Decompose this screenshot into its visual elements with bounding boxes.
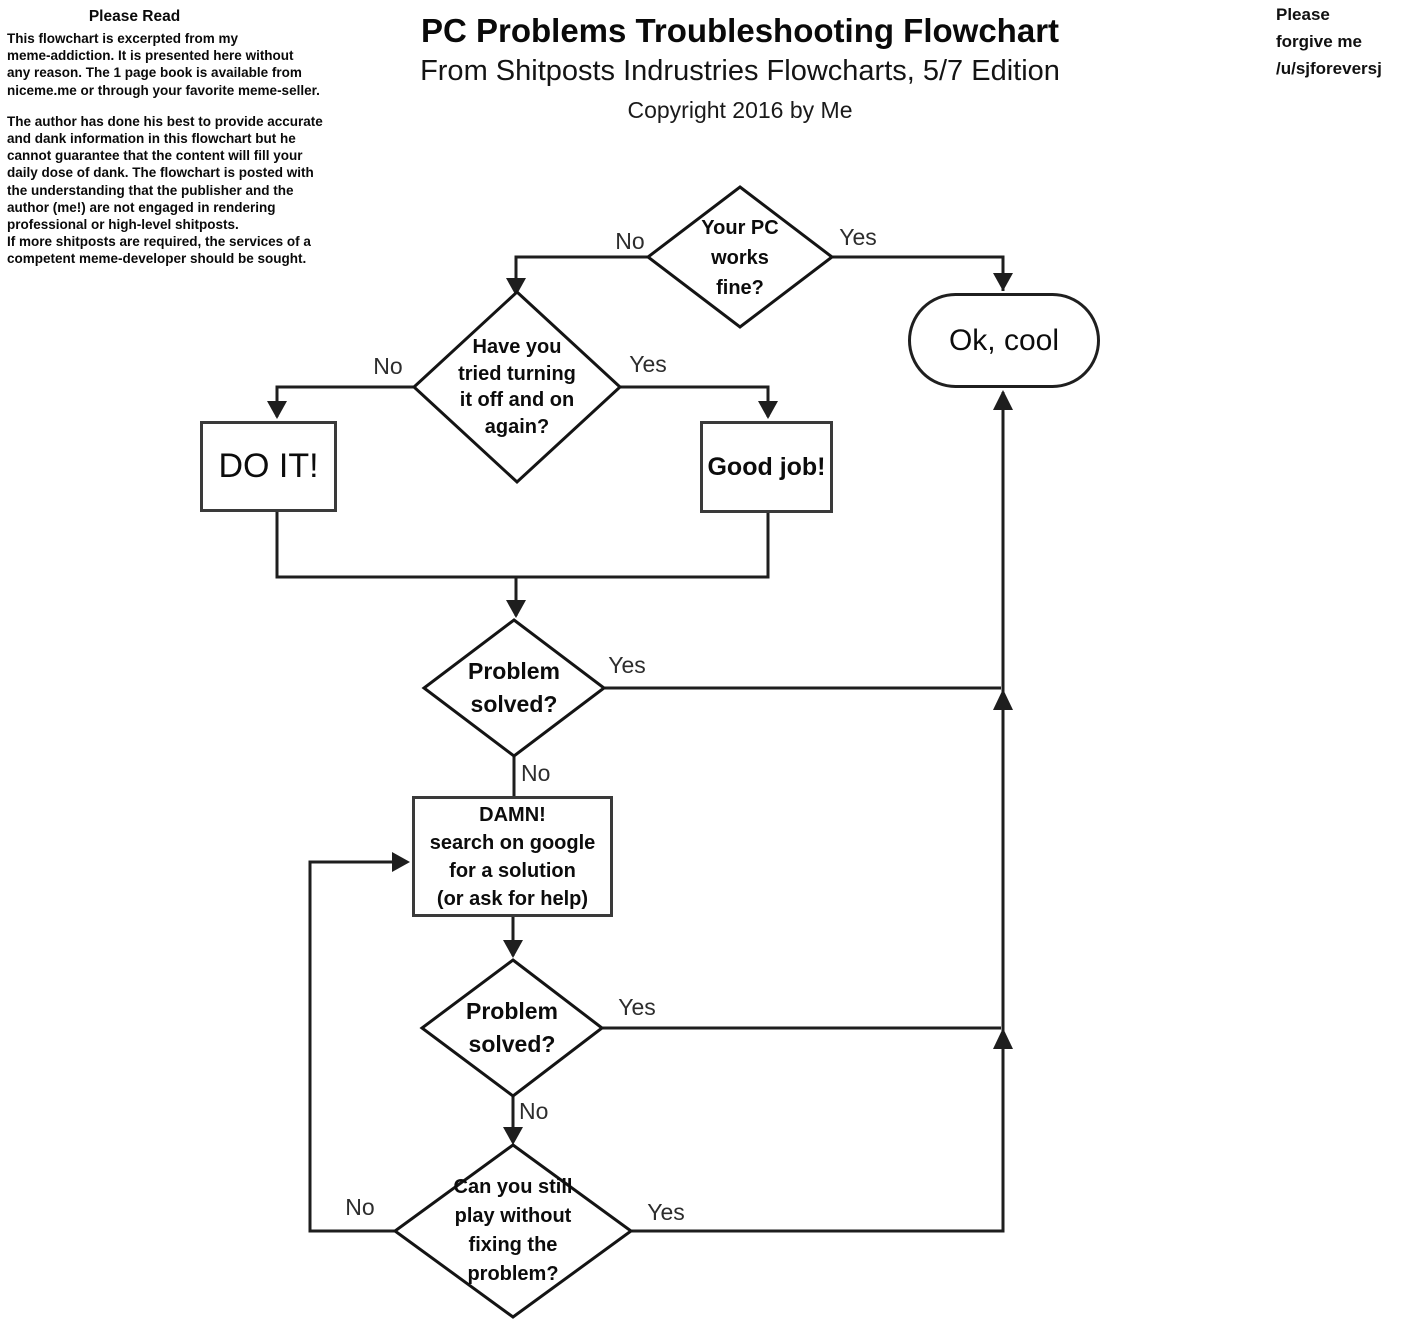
arrowhead-down-icon	[506, 600, 526, 618]
edge-label-tried-yes: Yes	[629, 351, 667, 377]
disclaimer-block: Please Read This flowchart is excerpted …	[7, 8, 357, 268]
arrowhead-right-icon	[392, 852, 410, 872]
process-good-job: Good job!	[700, 421, 833, 513]
edge-label-solved1-yes: Yes	[608, 652, 646, 678]
edge-label-pc-works-no: No	[615, 228, 645, 254]
edge-play-yes-to-ok-cool	[631, 390, 1013, 1233]
edge-merge-to-solved1	[275, 512, 770, 618]
process-do-it: DO IT!	[200, 421, 337, 512]
edge-pc-works-yes	[832, 255, 1013, 291]
terminator-ok-cool: Ok, cool	[908, 293, 1100, 388]
process-do-it-label: DO IT!	[218, 447, 319, 485]
process-damn-search: DAMN! search on google for a solution (o…	[412, 796, 613, 917]
decision-problem-solved-1-label: Problem solved?	[467, 658, 561, 717]
edge-label-solved2-yes: Yes	[618, 994, 656, 1020]
edge-label-solved2-no: No	[519, 1098, 549, 1124]
edge-tried-no	[267, 385, 414, 419]
page-subtitle: From Shitposts Indrustries Flowcharts, 5…	[420, 55, 1060, 87]
decision-can-still-play-label: Can you still play without fixing the pr…	[453, 1176, 573, 1285]
arrowhead-down-icon	[993, 273, 1013, 291]
decision-pc-works-shape	[645, 185, 835, 329]
arrowhead-down-icon	[503, 940, 523, 958]
apology-note: Please forgive me /u/sjforeversj	[1276, 5, 1382, 78]
edge-damn-to-solved2	[503, 917, 523, 958]
page-title: PC Problems Troubleshooting Flowchart	[420, 12, 1060, 49]
disclaimer-paragraph-1: This flowchart is excerpted from my meme…	[7, 31, 320, 98]
arrowhead-down-icon	[506, 278, 526, 296]
header: PC Problems Troubleshooting Flowchart Fr…	[340, 10, 1140, 126]
edge-tried-yes	[620, 385, 778, 419]
arrowhead-down-icon	[758, 401, 778, 419]
arrowhead-up-icon	[993, 689, 1013, 710]
decision-problem-solved-2-shape	[419, 958, 605, 1098]
edge-play-no-loop	[308, 852, 410, 1233]
disclaimer-paragraph-2: The author has done his best to provide …	[7, 113, 323, 267]
process-good-job-label: Good job!	[707, 452, 826, 481]
process-damn-search-label: DAMN! search on google for a solution (o…	[429, 803, 596, 910]
arrowhead-down-icon	[267, 401, 287, 419]
decision-tried-off-on-label: Have you tried turning it off and on aga…	[458, 336, 576, 438]
decision-problem-solved-2-label: Problem solved?	[465, 998, 559, 1057]
edge-label-solved1-no: No	[521, 760, 551, 786]
edge-solved2-no	[503, 1096, 523, 1145]
decision-can-still-play-shape	[392, 1143, 634, 1319]
edge-label-play-yes: Yes	[647, 1199, 685, 1225]
arrowhead-up-icon	[993, 390, 1013, 410]
arrowhead-up-icon	[993, 1028, 1013, 1049]
decision-pc-works-label: Your PC works fine?	[701, 217, 779, 299]
edge-label-tried-no: No	[373, 353, 403, 379]
edge-label-play-no: No	[345, 1194, 375, 1220]
decision-problem-solved-1-shape	[421, 618, 607, 758]
terminator-ok-cool-label: Ok, cool	[948, 323, 1060, 357]
copyright-line: Copyright 2016 by Me	[627, 97, 853, 123]
edge-pc-works-no	[506, 255, 648, 296]
disclaimer-heading: Please Read	[88, 8, 181, 25]
edge-label-pc-works-yes: Yes	[839, 224, 877, 250]
decision-tried-off-on-shape	[411, 289, 623, 485]
arrowhead-down-icon	[503, 1127, 523, 1145]
